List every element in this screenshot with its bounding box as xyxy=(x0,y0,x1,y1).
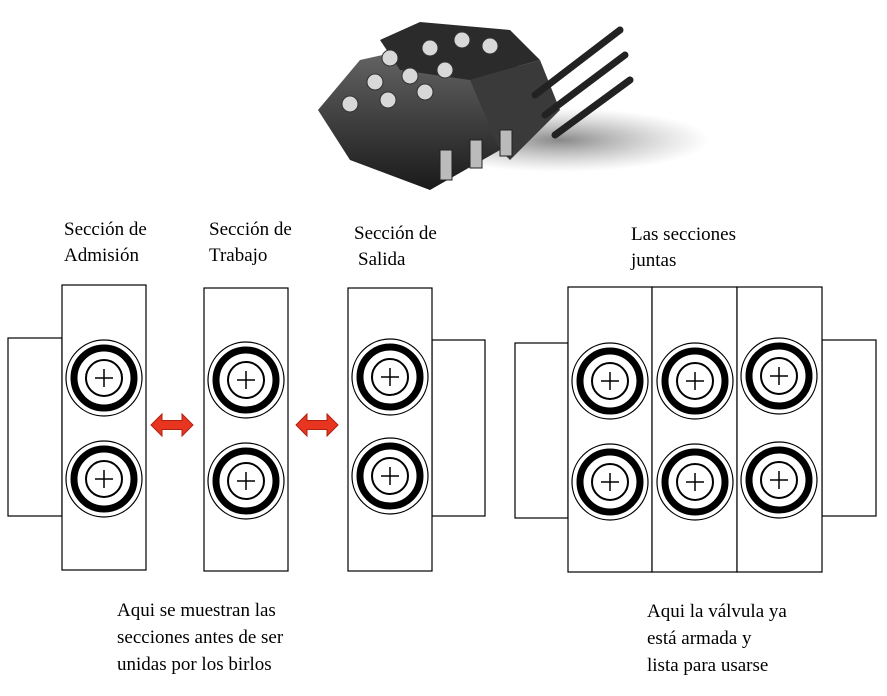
label-trabajo: Sección de Trabajo xyxy=(209,217,292,269)
label-juntas-line1: Las secciones xyxy=(631,224,736,245)
arrow-right xyxy=(295,413,339,437)
caption-right-line2: está armada y xyxy=(647,628,752,649)
caption-left-line3: unidas por los birlos xyxy=(117,654,272,675)
label-salida-line2: Salida xyxy=(358,249,406,270)
caption-left-line1: Aqui se muestran las xyxy=(117,600,276,621)
label-admision-line1: Sección de xyxy=(64,219,147,240)
caption-left: Aqui se muestran las secciones antes de … xyxy=(117,597,283,678)
caption-right: Aqui la válvula ya está armada y lista p… xyxy=(647,598,787,679)
assembled-valve xyxy=(514,286,877,573)
caption-left-line2: secciones antes de ser xyxy=(117,627,284,648)
valve-photo xyxy=(318,22,710,190)
label-salida: Sección de Salida xyxy=(354,221,437,273)
label-admision-line2: Admisión xyxy=(64,245,139,266)
salida-section xyxy=(347,287,486,572)
label-salida-line1: Sección de xyxy=(354,223,437,244)
caption-right-line1: Aqui la válvula ya xyxy=(647,601,787,622)
label-trabajo-line2: Trabajo xyxy=(209,245,268,266)
double-headed-arrow-icon xyxy=(150,413,194,437)
caption-right-line3: lista para usarse xyxy=(647,655,769,676)
label-admision: Sección de Admisión xyxy=(64,217,147,269)
arrow-left xyxy=(150,413,194,437)
trabajo-section xyxy=(203,287,289,572)
admision-section xyxy=(7,284,147,571)
label-juntas: Las secciones juntas xyxy=(631,222,736,274)
label-juntas-line2: juntas xyxy=(631,250,677,271)
label-trabajo-line1: Sección de xyxy=(209,219,292,240)
double-headed-arrow-icon xyxy=(295,413,339,437)
